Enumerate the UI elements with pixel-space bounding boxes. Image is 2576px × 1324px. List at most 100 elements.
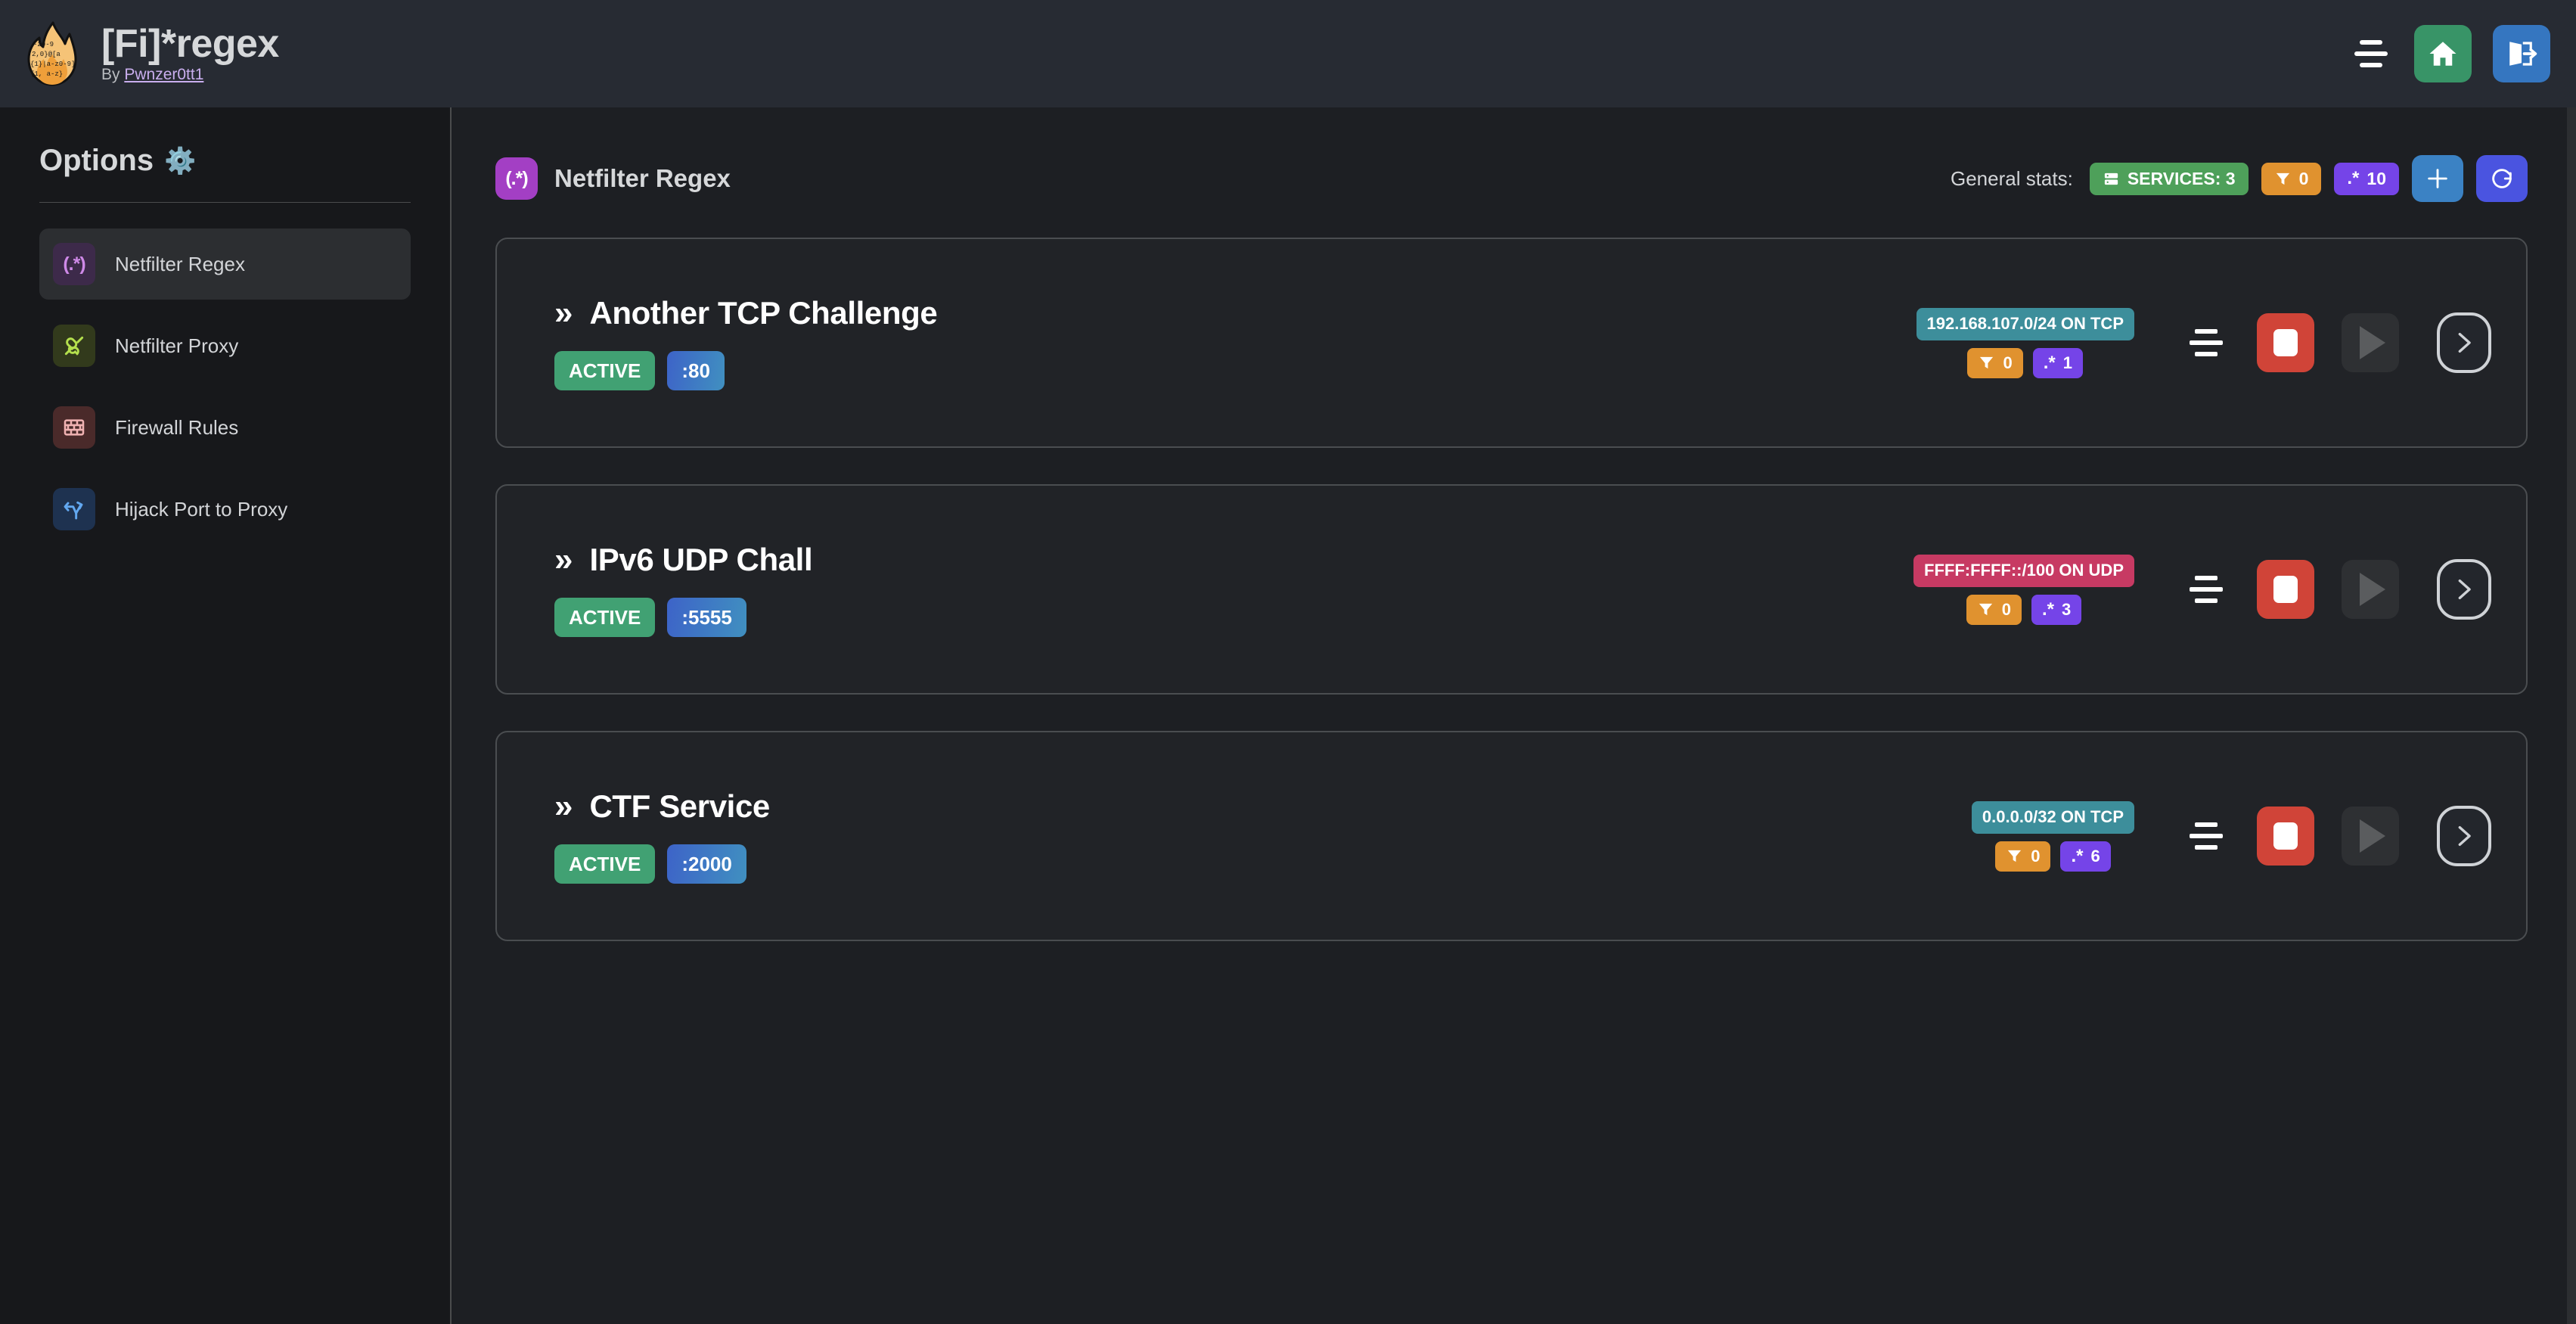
sidebar-item-hijack-port-to-proxy[interactable]: Hijack Port to Proxy bbox=[39, 474, 411, 545]
port-badge: :5555 bbox=[667, 598, 746, 637]
stop-icon bbox=[2273, 822, 2298, 850]
sidebar-item-label: Netfilter Regex bbox=[115, 252, 245, 275]
service-network-stats: 192.168.107.0/24 ON TCP 0 .* 1 bbox=[1916, 307, 2134, 378]
main-header: (.*) Netfilter Regex General stats: SERV… bbox=[495, 150, 2528, 207]
sidebar-heading: Options ⚙️ bbox=[39, 144, 411, 178]
stop-button[interactable] bbox=[2257, 807, 2314, 866]
play-button[interactable] bbox=[2342, 560, 2399, 619]
service-filter-badge: 0 bbox=[1995, 841, 2051, 872]
network-badge: 192.168.107.0/24 ON TCP bbox=[1916, 307, 2134, 340]
page-scrollbar[interactable] bbox=[2567, 107, 2576, 1324]
service-info: » IPv6 UDP Chall ACTIVE :5555 bbox=[554, 541, 813, 637]
play-icon bbox=[2360, 326, 2385, 359]
brick-wall-icon bbox=[53, 406, 95, 449]
chevron-right-icon bbox=[2458, 332, 2471, 353]
server-icon bbox=[2104, 172, 2118, 185]
port-badge: :2000 bbox=[667, 844, 746, 884]
service-regex-count: 1 bbox=[2062, 353, 2072, 372]
page-title: Netfilter Regex bbox=[554, 164, 731, 192]
home-icon bbox=[2429, 42, 2457, 66]
refresh-button[interactable] bbox=[2476, 155, 2528, 202]
app-title: [Fi]*regex bbox=[101, 21, 279, 66]
chevron-right-icon bbox=[2458, 579, 2471, 600]
logout-icon bbox=[2509, 42, 2537, 66]
refresh-icon bbox=[2492, 169, 2512, 188]
stop-button[interactable] bbox=[2257, 313, 2314, 372]
network-substats: 0 .* 6 bbox=[1995, 841, 2111, 872]
sidebar-item-netfilter-regex[interactable]: (.*) Netfilter Regex bbox=[39, 228, 411, 300]
stop-button[interactable] bbox=[2257, 560, 2314, 619]
general-stats-label: General stats: bbox=[1950, 166, 2073, 190]
plus-icon bbox=[2428, 169, 2447, 188]
service-filter-count: 0 bbox=[2031, 846, 2041, 866]
status-badge: ACTIVE bbox=[554, 351, 656, 390]
service-filter-count: 0 bbox=[2003, 353, 2013, 372]
service-network-stats: 0.0.0.0/32 ON TCP 0 .* 6 bbox=[1971, 800, 2134, 872]
service-card[interactable]: » CTF Service ACTIVE :2000 0.0.0.0/32 ON… bbox=[495, 731, 2528, 941]
sidebar-item-label: Netfilter Proxy bbox=[115, 334, 239, 357]
sidebar: Options ⚙️ (.*) Netfilter Regex bbox=[0, 107, 452, 1324]
app-byline: By Pwnzer0tt1 bbox=[101, 66, 279, 84]
sidebar-heading-label: Options bbox=[39, 144, 154, 177]
service-network-stats: FFFF:FFFF::/100 ON UDP 0 .* 3 bbox=[1913, 554, 2134, 625]
service-info: » Another TCP Challenge ACTIVE :80 bbox=[554, 294, 938, 390]
play-button[interactable] bbox=[2342, 313, 2399, 372]
service-details-button[interactable] bbox=[2437, 559, 2491, 620]
service-card[interactable]: » IPv6 UDP Chall ACTIVE :5555 FFFF:FFFF:… bbox=[495, 484, 2528, 695]
branch-icon bbox=[53, 488, 95, 530]
regex-star-icon: .* bbox=[2071, 845, 2084, 866]
add-service-button[interactable] bbox=[2412, 155, 2463, 202]
service-actions: FFFF:FFFF::/100 ON UDP 0 .* 3 bbox=[1913, 554, 2491, 625]
service-regex-badge: .* 3 bbox=[2031, 594, 2082, 625]
service-card[interactable]: » Another TCP Challenge ACTIVE :80 192.1… bbox=[495, 238, 2528, 448]
drag-handle-icon[interactable] bbox=[2183, 822, 2230, 850]
play-icon bbox=[2360, 573, 2385, 606]
filter-icon bbox=[2276, 172, 2289, 185]
play-button[interactable] bbox=[2342, 807, 2399, 866]
regex-star-icon: .* bbox=[2043, 352, 2056, 373]
service-details-button[interactable] bbox=[2437, 806, 2491, 866]
stat-services-badge: SERVICES: 3 bbox=[2089, 162, 2249, 195]
top-bar: -z0-9 2,0}@[a {1}|a-z0-9] {1, a-z} [Fi]*… bbox=[0, 0, 2576, 107]
double-chevron-icon: » bbox=[554, 788, 573, 825]
play-icon bbox=[2360, 819, 2385, 853]
stat-regex-badge: .* 10 bbox=[2334, 162, 2399, 195]
drag-handle-icon[interactable] bbox=[2183, 576, 2230, 603]
service-list: » Another TCP Challenge ACTIVE :80 192.1… bbox=[495, 238, 2528, 941]
home-button[interactable] bbox=[2414, 25, 2472, 82]
hamburger-icon[interactable] bbox=[2349, 32, 2393, 76]
network-substats: 0 .* 3 bbox=[1966, 594, 2082, 625]
flame-logo-icon: -z0-9 2,0}@[a {1}|a-z0-9] {1, a-z} bbox=[23, 21, 82, 86]
service-badges: ACTIVE :2000 bbox=[554, 844, 770, 884]
service-actions: 0.0.0.0/32 ON TCP 0 .* 6 bbox=[1971, 800, 2491, 872]
double-chevron-icon: » bbox=[554, 294, 573, 331]
stop-icon bbox=[2273, 329, 2298, 356]
port-badge: :80 bbox=[667, 351, 725, 390]
service-regex-badge: .* 6 bbox=[2060, 841, 2111, 872]
sidebar-item-netfilter-proxy[interactable]: Netfilter Proxy bbox=[39, 310, 411, 381]
svg-text:{1}|a-z0-9]: {1}|a-z0-9] bbox=[30, 61, 75, 68]
stat-services-label: SERVICES: 3 bbox=[2127, 168, 2236, 188]
filter-icon bbox=[1979, 603, 1992, 616]
service-name: IPv6 UDP Chall bbox=[589, 542, 813, 577]
drag-handle-icon[interactable] bbox=[2183, 329, 2230, 356]
service-details-button[interactable] bbox=[2437, 312, 2491, 373]
stat-regex-count: 10 bbox=[2367, 168, 2386, 188]
chevron-right-icon bbox=[2458, 825, 2471, 847]
svg-text:{1, a-z}: {1, a-z} bbox=[30, 70, 63, 78]
service-name: Another TCP Challenge bbox=[589, 295, 938, 331]
sidebar-item-label: Hijack Port to Proxy bbox=[115, 497, 288, 521]
plug-icon bbox=[53, 325, 95, 367]
logout-button[interactable] bbox=[2493, 25, 2550, 82]
gear-icon: ⚙️ bbox=[164, 146, 197, 176]
svg-text:2,0}@[a: 2,0}@[a bbox=[32, 51, 61, 58]
author-link[interactable]: Pwnzer0tt1 bbox=[124, 66, 204, 84]
service-title: » Another TCP Challenge bbox=[554, 294, 938, 331]
brand-text: [Fi]*regex By Pwnzer0tt1 bbox=[101, 23, 279, 85]
top-bar-actions bbox=[2349, 25, 2550, 82]
sidebar-item-firewall-rules[interactable]: Firewall Rules bbox=[39, 392, 411, 463]
double-chevron-icon: » bbox=[554, 541, 573, 578]
service-badges: ACTIVE :80 bbox=[554, 351, 937, 390]
by-prefix: By bbox=[101, 66, 125, 84]
service-actions: 192.168.107.0/24 ON TCP 0 .* 1 bbox=[1916, 307, 2491, 378]
